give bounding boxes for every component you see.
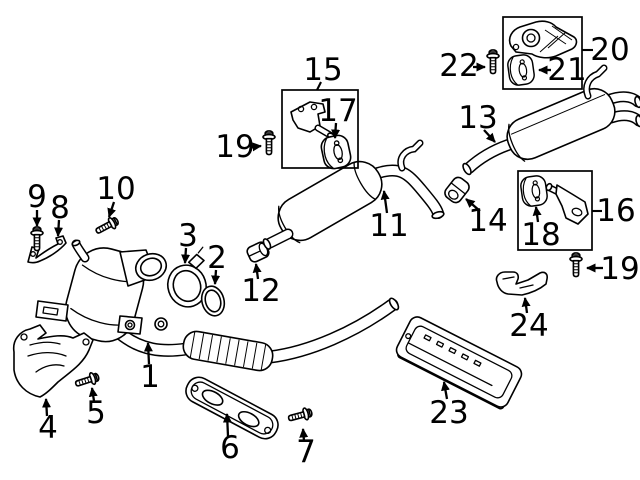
callout-12-arrow <box>252 263 262 280</box>
callout-6: 6 <box>220 430 240 466</box>
callout-12: 12 <box>241 273 280 309</box>
callout-18: 18 <box>521 217 560 253</box>
callout-4-arrow <box>42 398 51 417</box>
callout-19b: 19 <box>600 251 639 287</box>
callout-5: 5 <box>86 395 106 431</box>
screw-19a <box>262 130 276 156</box>
callout-7: 7 <box>296 434 316 470</box>
hanger-bracket-16 <box>545 182 589 225</box>
center-muffler <box>262 139 445 250</box>
callout-23: 23 <box>429 395 468 431</box>
screw-22 <box>486 49 500 75</box>
callout-14-arrow <box>465 198 481 212</box>
callout-21: 21 <box>547 52 586 88</box>
callout-11: 11 <box>369 208 408 244</box>
callout-2: 2 <box>207 240 227 276</box>
hanger-kit-box-15 <box>281 89 359 169</box>
callout-1-arrow <box>143 342 153 365</box>
callout-8-arrow <box>54 219 64 237</box>
v-band-clamp <box>167 246 207 308</box>
callout-3: 3 <box>178 218 198 254</box>
callout-11-arrow <box>380 190 390 214</box>
callout-5-arrow <box>88 387 98 402</box>
callout-arrows <box>32 62 603 442</box>
callout-17-arrow <box>331 122 341 139</box>
pipe-clamp-12 <box>246 241 270 263</box>
bolt-5 <box>73 370 102 391</box>
mounting-plate <box>185 376 279 440</box>
heat-shield <box>395 316 523 410</box>
callout-10-arrow <box>107 201 116 218</box>
callout-22: 22 <box>439 48 478 84</box>
callout-24-arrow <box>521 297 531 314</box>
callout-20: 20 <box>590 32 629 68</box>
callout-3-arrow <box>181 247 191 264</box>
callout-9: 9 <box>27 179 47 215</box>
callout-13: 13 <box>458 100 497 136</box>
callout-24: 24 <box>509 308 548 344</box>
hanger-kit-box-20 <box>502 16 583 90</box>
callout-19a-arrow <box>250 142 262 152</box>
screw-19b <box>569 252 583 278</box>
rubber-insulator-17 <box>318 132 354 172</box>
callout-10: 10 <box>96 171 135 207</box>
callout-4: 4 <box>38 410 58 446</box>
callout-2-arrow <box>211 269 221 285</box>
callout-15: 15 <box>303 52 342 88</box>
callout-labels: 1 2 3 4 5 6 7 8 9 10 11 12 13 14 15 16 1… <box>27 32 640 470</box>
callout-14: 14 <box>468 203 507 239</box>
bolt-10 <box>92 214 122 238</box>
rubber-insulator-18 <box>518 173 550 209</box>
callout-15-tick <box>316 81 322 91</box>
sleeve-clamp <box>444 176 470 204</box>
hanger-bracket-20 <box>508 20 578 59</box>
rear-muffler-assembly <box>462 64 640 176</box>
gasket-ring <box>200 285 226 317</box>
support-bracket-24 <box>495 271 548 296</box>
callout-13-arrow <box>483 129 496 143</box>
callout-7-arrow <box>299 428 309 442</box>
callout-6-arrow <box>222 413 232 437</box>
support-bracket-4 <box>12 324 94 398</box>
callout-19a: 19 <box>215 129 254 165</box>
front-pipe-and-catalytic-converter <box>35 239 400 412</box>
callout-23-arrow <box>441 381 450 400</box>
callout-16: 16 <box>596 193 635 229</box>
rubber-insulator-21 <box>505 52 537 88</box>
callout-1: 1 <box>140 359 160 395</box>
callout-8: 8 <box>50 190 70 226</box>
callout-17: 17 <box>318 93 357 129</box>
callout-18-arrow <box>532 206 542 223</box>
